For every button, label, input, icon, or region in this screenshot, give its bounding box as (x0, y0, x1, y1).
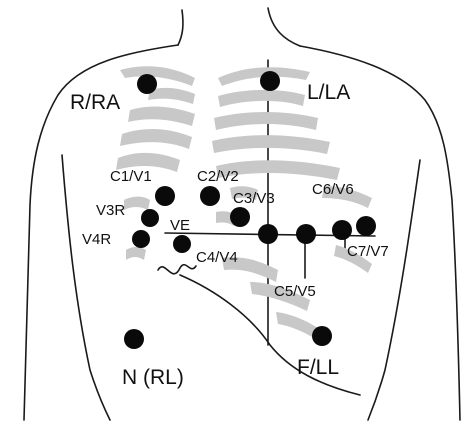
left-rib-1 (148, 88, 195, 104)
electrode-c3 (230, 207, 250, 227)
label-left-arm: L/LA (307, 81, 350, 104)
heart-squiggle (158, 265, 196, 274)
electrode-c2 (200, 186, 220, 206)
electrode-c6 (332, 220, 352, 240)
right-rib-2 (214, 112, 318, 130)
label-c2: C2/V2 (197, 168, 239, 185)
label-ve: VE (170, 217, 190, 234)
electrode-right-arm (137, 74, 157, 94)
electrode-v3r (141, 209, 159, 227)
label-c7: C7/V7 (347, 243, 389, 260)
electrode-c7 (356, 216, 376, 236)
right-arm-inner-line (368, 160, 420, 420)
electrode-c5 (296, 224, 316, 244)
left-rib-5 (124, 197, 150, 210)
electrode-v4r (132, 230, 150, 248)
label-c4: C4/V4 (196, 249, 238, 266)
left-rib-2 (128, 107, 195, 126)
electrode-c1 (155, 186, 175, 206)
label-v3r: V3R (96, 202, 125, 219)
electrode-left-arm (260, 71, 280, 91)
electrode-c4 (258, 224, 278, 244)
label-c3: C3/V3 (233, 190, 275, 207)
label-left-leg: F/LL (297, 356, 339, 379)
label-neutral: N (RL) (122, 366, 184, 389)
label-c1: C1/V1 (110, 168, 152, 185)
neck-right-line (268, 8, 300, 46)
electrode-ve (173, 235, 191, 253)
label-c6: C6/V6 (312, 181, 354, 198)
label-right-arm: R/RA (70, 91, 120, 114)
electrode-neutral (124, 329, 144, 349)
left-arm-inner-line (62, 155, 110, 420)
left-rib-3 (120, 129, 192, 149)
left-rib-6 (126, 247, 146, 260)
left-clavicle (120, 66, 195, 86)
label-v4r: V4R (82, 231, 111, 248)
right-rib-10 (276, 312, 318, 338)
right-rib-3 (212, 135, 330, 154)
neck-left-line (178, 10, 183, 45)
electrode-left-leg (312, 326, 332, 346)
label-c5: C5/V5 (274, 283, 316, 300)
right-rib-1 (218, 90, 305, 107)
